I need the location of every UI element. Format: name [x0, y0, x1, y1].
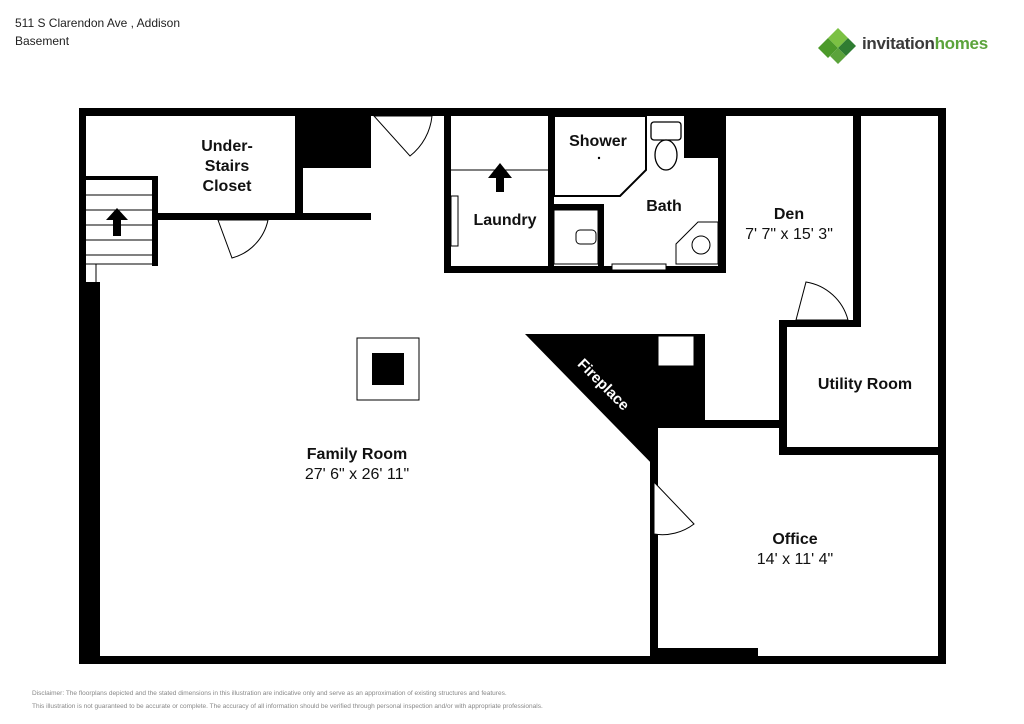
wall-closet-right: [295, 116, 303, 220]
toilet-tank: [650, 121, 682, 141]
stairs: [86, 194, 152, 282]
room-dims-family: 27' 6" x 26' 11": [305, 466, 409, 483]
door-laundry[interactable]: [450, 195, 459, 247]
wall-office-bottom-thick: [658, 648, 758, 656]
disclaimer-line-1: Disclaimer: The floorplans depicted and …: [32, 690, 507, 697]
room-label-utility: Utility Room: [818, 376, 912, 393]
wall-office-left: [650, 420, 658, 664]
corner-sink-icon: [691, 235, 711, 255]
shower-drain-icon: [597, 156, 601, 160]
room-label-office: Office: [772, 531, 817, 548]
wall-bottom: [79, 656, 946, 664]
room-label-bath: Bath: [646, 198, 682, 215]
wall-utility-left: [779, 320, 787, 454]
address-text: 511 S Clarendon Ave , Addison: [15, 16, 181, 30]
stairs-up-arrow-icon: [106, 208, 128, 236]
wall-closet-bottom: [155, 213, 371, 220]
room-label-laundry: Laundry: [473, 212, 536, 229]
wall-left: [79, 108, 86, 664]
brand-logo: invitationhomes: [818, 26, 1008, 66]
room-label-closet-1: Under-: [201, 138, 253, 155]
door-bath[interactable]: [611, 263, 667, 271]
wall-bath-bottom: [444, 266, 726, 273]
wall-top: [79, 108, 946, 116]
wall-utility-bottom: [779, 447, 946, 455]
walls: [79, 108, 946, 664]
wall-stairs-right: [152, 176, 158, 266]
room-dims-den: 7' 7" x 15' 3": [745, 226, 833, 243]
bath-column: [684, 116, 724, 158]
wall-den-bottom: [779, 320, 861, 327]
door-closet[interactable]: [217, 219, 269, 259]
shower-stall: [553, 115, 647, 197]
support-column-core: [372, 353, 404, 385]
toilet-icon: [654, 139, 678, 171]
room-label-closet-2: Stairs: [205, 158, 250, 175]
room-label-shower: Shower: [569, 133, 627, 150]
room-label-den: Den: [774, 206, 804, 223]
wall-vanity-top: [554, 204, 604, 210]
wall-office-top: [652, 420, 787, 428]
vanity-sink-icon: [575, 229, 597, 245]
wall-left-thick: [86, 282, 100, 656]
brand-name-part2: homes: [934, 34, 989, 53]
disclaimer-line-2: This illustration is not guaranteed to b…: [32, 703, 543, 710]
door-utility[interactable]: [795, 281, 849, 321]
chimney-block: [303, 116, 371, 168]
logo-mark-icon: [818, 28, 856, 64]
wall-den-right: [853, 116, 861, 326]
brand-name: invitationhomes: [862, 34, 988, 54]
door-entry[interactable]: [372, 115, 433, 157]
wall-laundry-left: [444, 116, 451, 272]
door-office[interactable]: [653, 480, 695, 536]
laundry-up-arrow-icon: [488, 163, 512, 192]
wall-vanity-right: [598, 204, 604, 270]
floor-level-text: Basement: [15, 34, 70, 48]
wall-bath-right: [718, 116, 726, 272]
wall-stairs-top: [86, 176, 158, 180]
wall-right: [938, 108, 946, 664]
fireplace: [525, 334, 658, 470]
wall-laundry-right: [548, 116, 554, 270]
room-label-closet-3: Closet: [203, 178, 253, 195]
room-label-family: Family Room: [307, 446, 407, 463]
room-dims-office: 14' x 11' 4": [757, 551, 833, 568]
brand-name-part1: invitation: [862, 34, 935, 53]
fireplace-box: [657, 335, 695, 367]
